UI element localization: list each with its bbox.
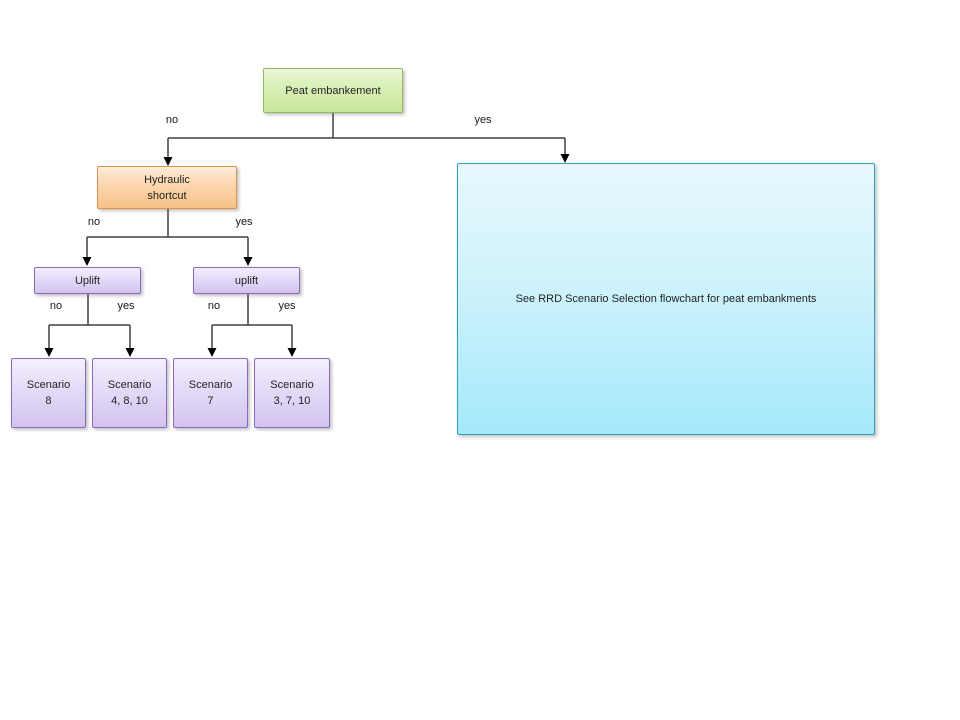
edge-label-peat-no: no [165,114,179,126]
node-scenario-3-7-10: Scenario 3, 7, 10 [254,358,330,428]
edge-label-uplift-right-yes: yes [278,300,296,312]
node-peat-embankment: Peat embankement [263,68,403,113]
node-rrd-reference: See RRD Scenario Selection flowchart for… [457,163,875,435]
edge-label-hydraulic-yes: yes [235,216,253,228]
node-scenario-7: Scenario 7 [173,358,248,428]
node-scenario-4-8-10: Scenario 4, 8, 10 [92,358,167,428]
arrowhead-to-scenario-4-8-10 [125,348,135,357]
arrowhead-to-hydraulic [163,157,173,166]
edge-label-uplift-left-yes: yes [117,300,135,312]
arrowhead-to-uplift-right [243,257,253,266]
arrowhead-to-scenario-3-7-10 [287,348,297,357]
arrowhead-to-scenario-8 [44,348,54,357]
node-uplift-left: Uplift [34,267,141,294]
node-scenario-8: Scenario 8 [11,358,86,428]
node-hydraulic-shortcut: Hydraulic shortcut [97,166,237,209]
edge-label-uplift-right-no: no [207,300,221,312]
edge-label-peat-yes: yes [474,114,492,126]
arrowhead-to-scenario-7 [207,348,217,357]
node-uplift-right: uplift [193,267,300,294]
arrowhead-to-rrd [560,154,570,163]
edge-label-hydraulic-no: no [87,216,101,228]
edge-label-uplift-left-no: no [49,300,63,312]
arrowhead-to-uplift-left [82,257,92,266]
